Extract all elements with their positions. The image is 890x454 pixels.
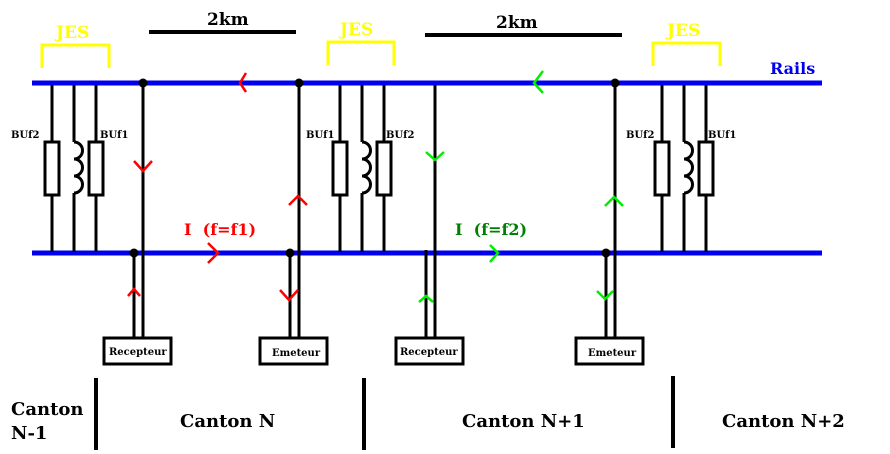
jes-label: JES: [338, 20, 373, 40]
arrow-down-icon: [596, 290, 614, 301]
emitter-1-wires: [285, 78, 304, 338]
jes-bracket-1: JES: [40, 23, 111, 68]
canton-label-n-1-line2: N-1: [11, 423, 47, 444]
resistor-icon: [331, 140, 349, 197]
signal-f1-arrows: [127, 72, 308, 302]
receiver-box-2: Recepteur: [394, 336, 465, 366]
buf-label: BUf1: [708, 130, 736, 141]
receiver-box-1: Recepteur: [102, 336, 173, 366]
distance-label-1: 2km: [207, 10, 249, 30]
buf-label: BUf2: [11, 130, 39, 141]
buf-label: BUf1: [306, 130, 334, 141]
receiver-2-wires: [424, 85, 437, 338]
jes-label: JES: [665, 21, 700, 41]
arrow-up-icon: [288, 194, 308, 206]
rails-label: Rails: [770, 59, 815, 78]
resistor-icon: [43, 140, 61, 197]
arrow-down-icon: [279, 289, 299, 302]
arrow-up-icon: [418, 294, 434, 303]
canton-label-n+1: Canton N+1: [462, 411, 585, 432]
device-label: Recepteur: [400, 347, 458, 358]
buf-label: BUf2: [386, 130, 414, 141]
arrow-up-icon: [127, 287, 141, 297]
jes-bracket-2: JES: [326, 20, 396, 65]
arrow-right-icon: [207, 242, 220, 264]
arrow-up-icon: [604, 195, 624, 207]
inductor-icon: [683, 140, 694, 195]
receiver-1-wires: [129, 78, 148, 338]
device-label: Emeteur: [272, 348, 321, 359]
inductor-icon: [361, 140, 372, 195]
buf-label: BUf1: [100, 130, 128, 141]
device-label: Recepteur: [109, 347, 167, 358]
arrow-left-icon: [238, 72, 248, 93]
buf-label: BUf2: [626, 130, 654, 141]
signal-f2-arrows: [418, 70, 624, 303]
distance-label-2: 2km: [496, 13, 538, 33]
arrow-left-icon: [532, 70, 544, 94]
resistor-icon: [697, 140, 715, 197]
canton-label-n: Canton N: [180, 411, 275, 432]
current-label-f1: I (f=f1): [184, 220, 256, 239]
arrow-down-icon: [425, 151, 445, 162]
emitter-box-1: Emeteur: [258, 336, 329, 366]
canton-label-n-1: Canton: [11, 399, 83, 420]
emitter-box-2: Emeteur: [574, 336, 645, 366]
current-label-f2: I (f=f2): [455, 220, 527, 239]
arrow-down-icon: [133, 160, 153, 173]
resistor-icon: [653, 140, 671, 197]
buf-group-3: [653, 85, 715, 252]
arrow-right-icon: [489, 244, 500, 263]
canton-label-n+2: Canton N+2: [722, 411, 845, 432]
resistor-icon: [87, 140, 105, 197]
resistor-icon: [375, 140, 393, 197]
buf-group-2: [331, 85, 393, 252]
inductor-icon: [73, 140, 84, 195]
buf-group-1: [43, 85, 105, 252]
emitter-2-wires: [601, 78, 620, 338]
device-label: Emeteur: [588, 348, 637, 359]
jes-bracket-3: JES: [651, 21, 722, 66]
jes-label: JES: [54, 23, 89, 43]
